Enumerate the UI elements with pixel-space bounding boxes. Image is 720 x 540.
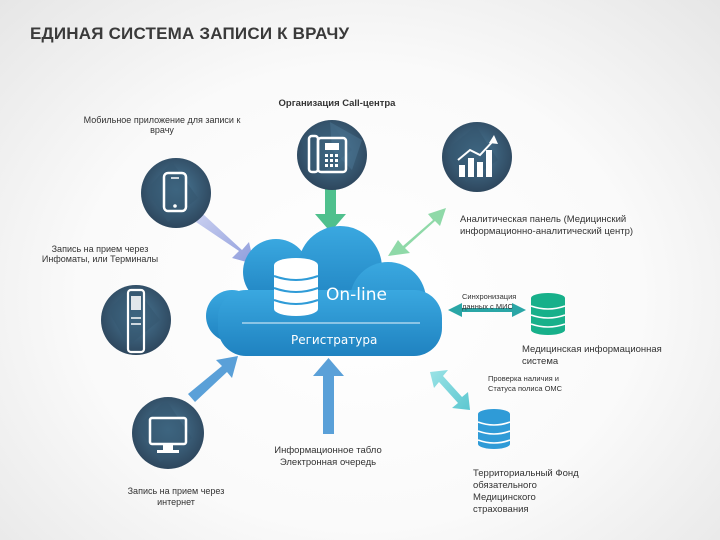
analytics-circle (442, 122, 512, 192)
online-label: On-line (326, 285, 387, 305)
sync-label: Синхронизация данных с МИС (462, 292, 524, 312)
info-board-label: Информационное табло Электронная очередь (258, 445, 398, 469)
mis-label: Медицинская информационная система (522, 344, 697, 368)
internet-circle (132, 397, 204, 469)
mobile-app-label: Мобильное приложение для записи к врачу (82, 115, 242, 135)
arrow-mobile-to-cloud (196, 214, 254, 264)
arrow-infoboard-to-cloud (313, 358, 344, 434)
infomats-label: Запись на прием через Инфоматы, или Терм… (40, 244, 160, 264)
tfoms-label: Территориальный Фонд обязательного Медиц… (473, 468, 593, 516)
arrow-internet-to-cloud (188, 356, 238, 402)
infomats-circle (101, 285, 171, 355)
database-icon (274, 258, 318, 316)
arrow-cloud-analytics (388, 208, 446, 256)
arrow-callcenter-to-cloud (315, 186, 346, 232)
oms-check-label: Проверка наличия и Статуса полиса ОМС (488, 374, 578, 394)
callcenter-label: Организация Call-центра (262, 98, 412, 110)
arrow-cloud-tfoms (430, 370, 470, 410)
internet-label: Запись на прием через интернет (118, 486, 234, 508)
registry-label: Регистратура (291, 333, 377, 347)
database-icon (531, 293, 565, 335)
database-icon (478, 409, 510, 449)
mobile-app-circle (141, 158, 211, 228)
analytics-label: Аналитическая панель (Медицинский информ… (460, 214, 650, 238)
